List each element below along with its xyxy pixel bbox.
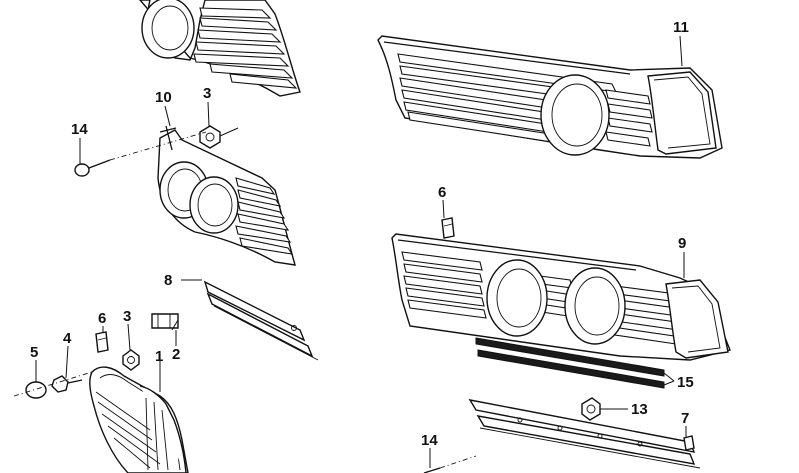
clip-2 xyxy=(151,313,179,331)
bracket-strip-7 xyxy=(468,399,701,469)
callout-5: 5 xyxy=(30,344,38,361)
nut-3-lower xyxy=(122,349,140,371)
callout-14-upper: 14 xyxy=(71,121,88,138)
callout-2: 2 xyxy=(172,346,180,363)
trim-strips-15 xyxy=(475,337,665,389)
callout-11: 11 xyxy=(673,19,689,36)
screw-4 xyxy=(51,375,83,393)
callout-4: 4 xyxy=(63,330,72,347)
callout-13: 13 xyxy=(631,401,648,418)
callout-labels: 11 9 10 3 14 6 8 6 3 2 1 4 5 15 13 7 14 xyxy=(30,19,694,449)
callout-1: 1 xyxy=(155,348,163,365)
nut-13 xyxy=(581,397,601,421)
callout-10: 10 xyxy=(155,89,172,106)
callout-9: 9 xyxy=(678,235,686,252)
callout-6-upper: 6 xyxy=(438,184,446,201)
screw-14-upper xyxy=(74,131,207,177)
upper-left-grille-partial xyxy=(139,0,301,97)
callout-14-lower: 14 xyxy=(421,432,438,449)
bracket-strip-8 xyxy=(203,280,319,361)
callout-15: 15 xyxy=(677,374,694,391)
grille-assembly-11 xyxy=(377,35,723,159)
nut-3-upper xyxy=(199,125,239,149)
kidney-grille-1 xyxy=(89,366,189,473)
left-headlight-grille xyxy=(157,125,296,266)
clip-6-upper xyxy=(441,217,455,239)
callout-8: 8 xyxy=(164,272,172,289)
callout-7: 7 xyxy=(681,410,689,427)
leader-lines xyxy=(35,35,687,468)
screw-14-lower xyxy=(423,455,477,473)
callout-6-lower: 6 xyxy=(98,310,106,327)
grille-assembly-9 xyxy=(391,233,731,361)
callout-3-upper: 3 xyxy=(203,85,211,102)
callout-3-lower: 3 xyxy=(123,308,131,325)
clip-6-lower xyxy=(95,331,109,353)
